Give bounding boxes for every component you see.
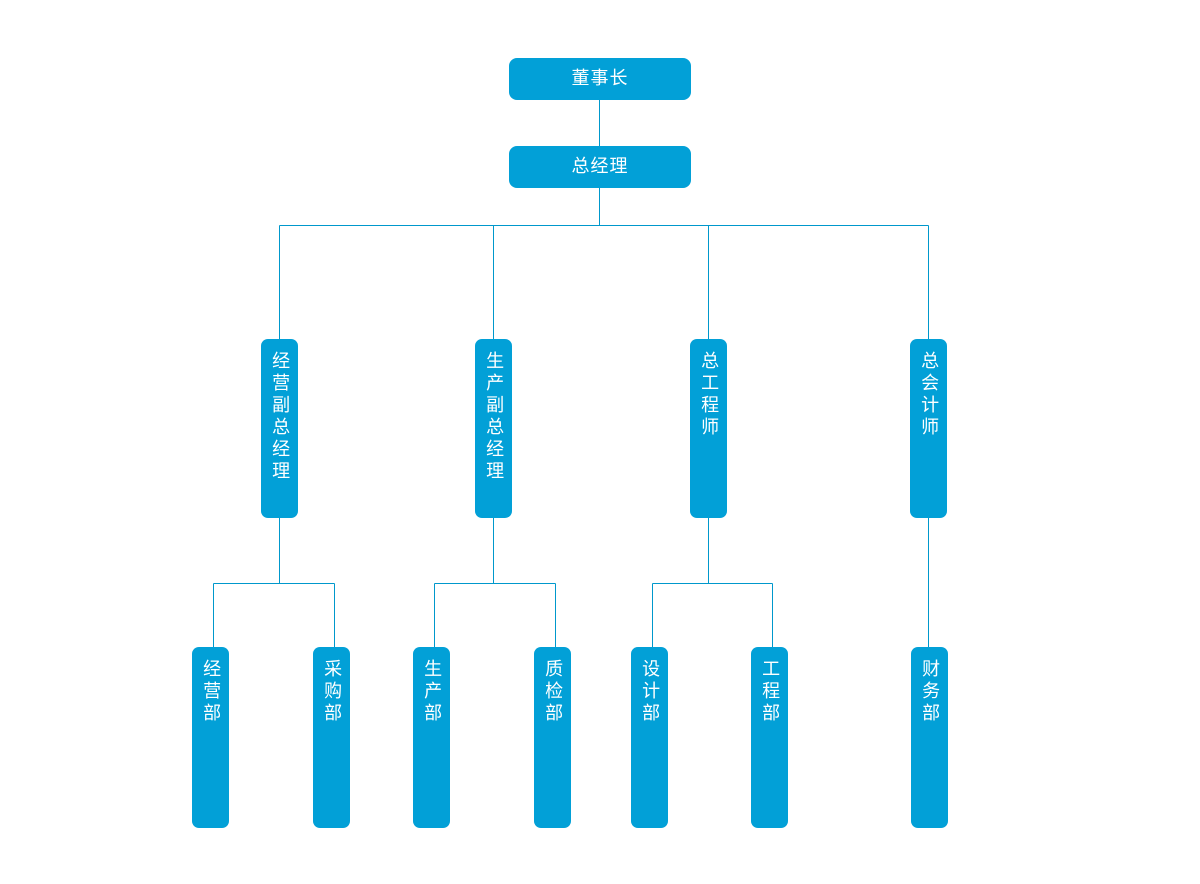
node-general-manager[interactable]: 总经理: [509, 146, 691, 188]
node-deputy-business[interactable]: 经营副总经理: [261, 339, 298, 518]
node-dept-business[interactable]: 经营部: [192, 647, 229, 828]
node-deputy-business-label: 经营副总经理: [269, 351, 291, 483]
node-dept-quality-label: 质检部: [542, 659, 564, 725]
node-dept-finance-label: 财务部: [919, 659, 941, 725]
node-dept-procurement[interactable]: 采购部: [313, 647, 350, 828]
node-dept-engineering[interactable]: 工程部: [751, 647, 788, 828]
node-chairman[interactable]: 董事长: [509, 58, 691, 100]
node-dept-engineering-label: 工程部: [759, 659, 781, 725]
node-dept-finance[interactable]: 财务部: [911, 647, 948, 828]
node-chief-engineer[interactable]: 总工程师: [690, 339, 727, 518]
node-dept-design[interactable]: 设计部: [631, 647, 668, 828]
node-chief-engineer-label: 总工程师: [698, 351, 720, 439]
node-chief-accountant[interactable]: 总会计师: [910, 339, 947, 518]
node-dept-design-label: 设计部: [639, 659, 661, 725]
node-dept-quality[interactable]: 质检部: [534, 647, 571, 828]
node-dept-production-label: 生产部: [421, 659, 443, 725]
node-deputy-production[interactable]: 生产副总经理: [475, 339, 512, 518]
node-chairman-label: 董事长: [571, 68, 629, 89]
node-dept-business-label: 经营部: [200, 659, 222, 725]
node-general-manager-label: 总经理: [571, 156, 629, 177]
node-dept-procurement-label: 采购部: [321, 659, 343, 725]
node-dept-production[interactable]: 生产部: [413, 647, 450, 828]
node-deputy-production-label: 生产副总经理: [483, 351, 505, 483]
node-chief-accountant-label: 总会计师: [918, 351, 940, 439]
